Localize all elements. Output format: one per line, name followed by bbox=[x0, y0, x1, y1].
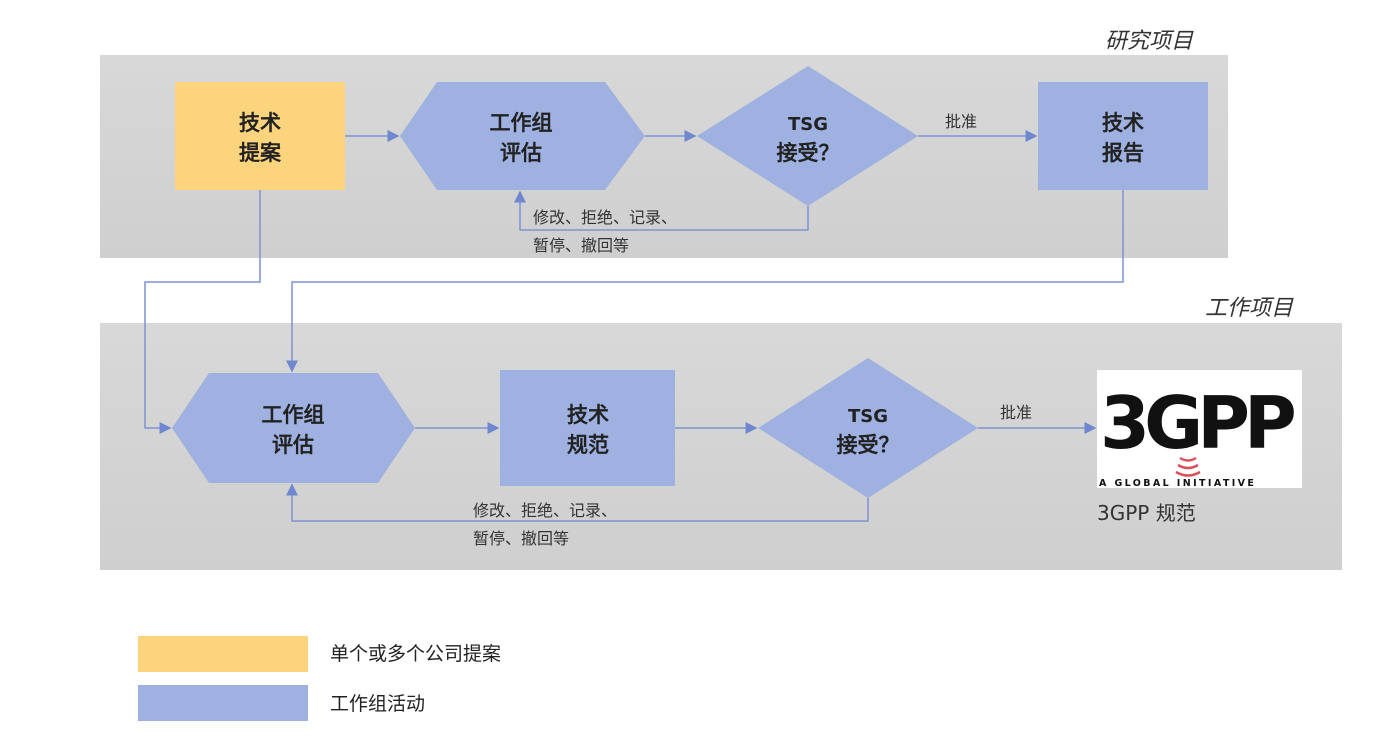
report-text-1: 技术 bbox=[1102, 111, 1144, 135]
technical-proposal-box bbox=[175, 82, 345, 190]
technical-spec-box bbox=[500, 370, 675, 486]
proposal-text-2: 提案 bbox=[239, 141, 282, 165]
legend-label-proposal: 单个或多个公司提案 bbox=[330, 643, 501, 665]
tsg-accept-diamond bbox=[697, 66, 918, 206]
work-feedback-loop bbox=[286, 483, 869, 522]
report-text-2: 报告 bbox=[1102, 141, 1144, 165]
proposal-text-1: 技术 bbox=[239, 111, 281, 135]
3gpp-spec-label: 3GPP 规范 bbox=[1097, 501, 1196, 525]
wg-evaluation-hexagon bbox=[400, 82, 645, 190]
tsg2-text-2: 接受？ bbox=[837, 433, 900, 457]
spec-text-1: 技术 bbox=[567, 403, 609, 427]
legend-label-wg: 工作组活动 bbox=[330, 693, 425, 715]
svg-text:A GLOBAL INITIATIVE: A GLOBAL INITIATIVE bbox=[1099, 478, 1256, 489]
svg-text:3GPP: 3GPP bbox=[1100, 381, 1294, 465]
proposal-to-work-item bbox=[144, 190, 261, 434]
legend-swatch-wg bbox=[138, 685, 308, 721]
tsg2-text-1: TSG bbox=[848, 406, 888, 427]
tsg-text-1: TSG bbox=[788, 114, 828, 135]
work-item-label: 工作项目 bbox=[1205, 296, 1294, 321]
tsg-accept-diamond-2 bbox=[758, 358, 978, 498]
feedback2-text-1: 修改、拒绝、记录、 bbox=[473, 501, 617, 520]
spec-text-2: 规范 bbox=[567, 433, 609, 457]
feedback2-text-2: 暂停、撤回等 bbox=[473, 529, 569, 548]
legend-swatch-proposal bbox=[138, 636, 308, 672]
study-item-label: 研究项目 bbox=[1105, 29, 1194, 54]
technical-report-box bbox=[1038, 82, 1208, 190]
wg2-text-2: 评估 bbox=[272, 433, 314, 457]
wg2-text-1: 工作组 bbox=[262, 403, 325, 427]
3gpp-logo: 3GPP A GLOBAL INITIATIVE bbox=[1097, 370, 1302, 489]
study-feedback-loop bbox=[514, 190, 809, 231]
report-to-work-item bbox=[286, 190, 1124, 373]
wg-eval-text-2: 评估 bbox=[500, 141, 542, 165]
wg-evaluation-hexagon-2 bbox=[172, 373, 415, 483]
feedback-text-1: 修改、拒绝、记录、 bbox=[533, 208, 677, 227]
approve-label: 批准 bbox=[945, 112, 977, 131]
tsg-text-2: 接受？ bbox=[777, 141, 840, 165]
approve-label-2: 批准 bbox=[1000, 403, 1032, 422]
feedback-text-2: 暂停、撤回等 bbox=[533, 236, 629, 255]
wg-eval-text-1: 工作组 bbox=[490, 111, 553, 135]
